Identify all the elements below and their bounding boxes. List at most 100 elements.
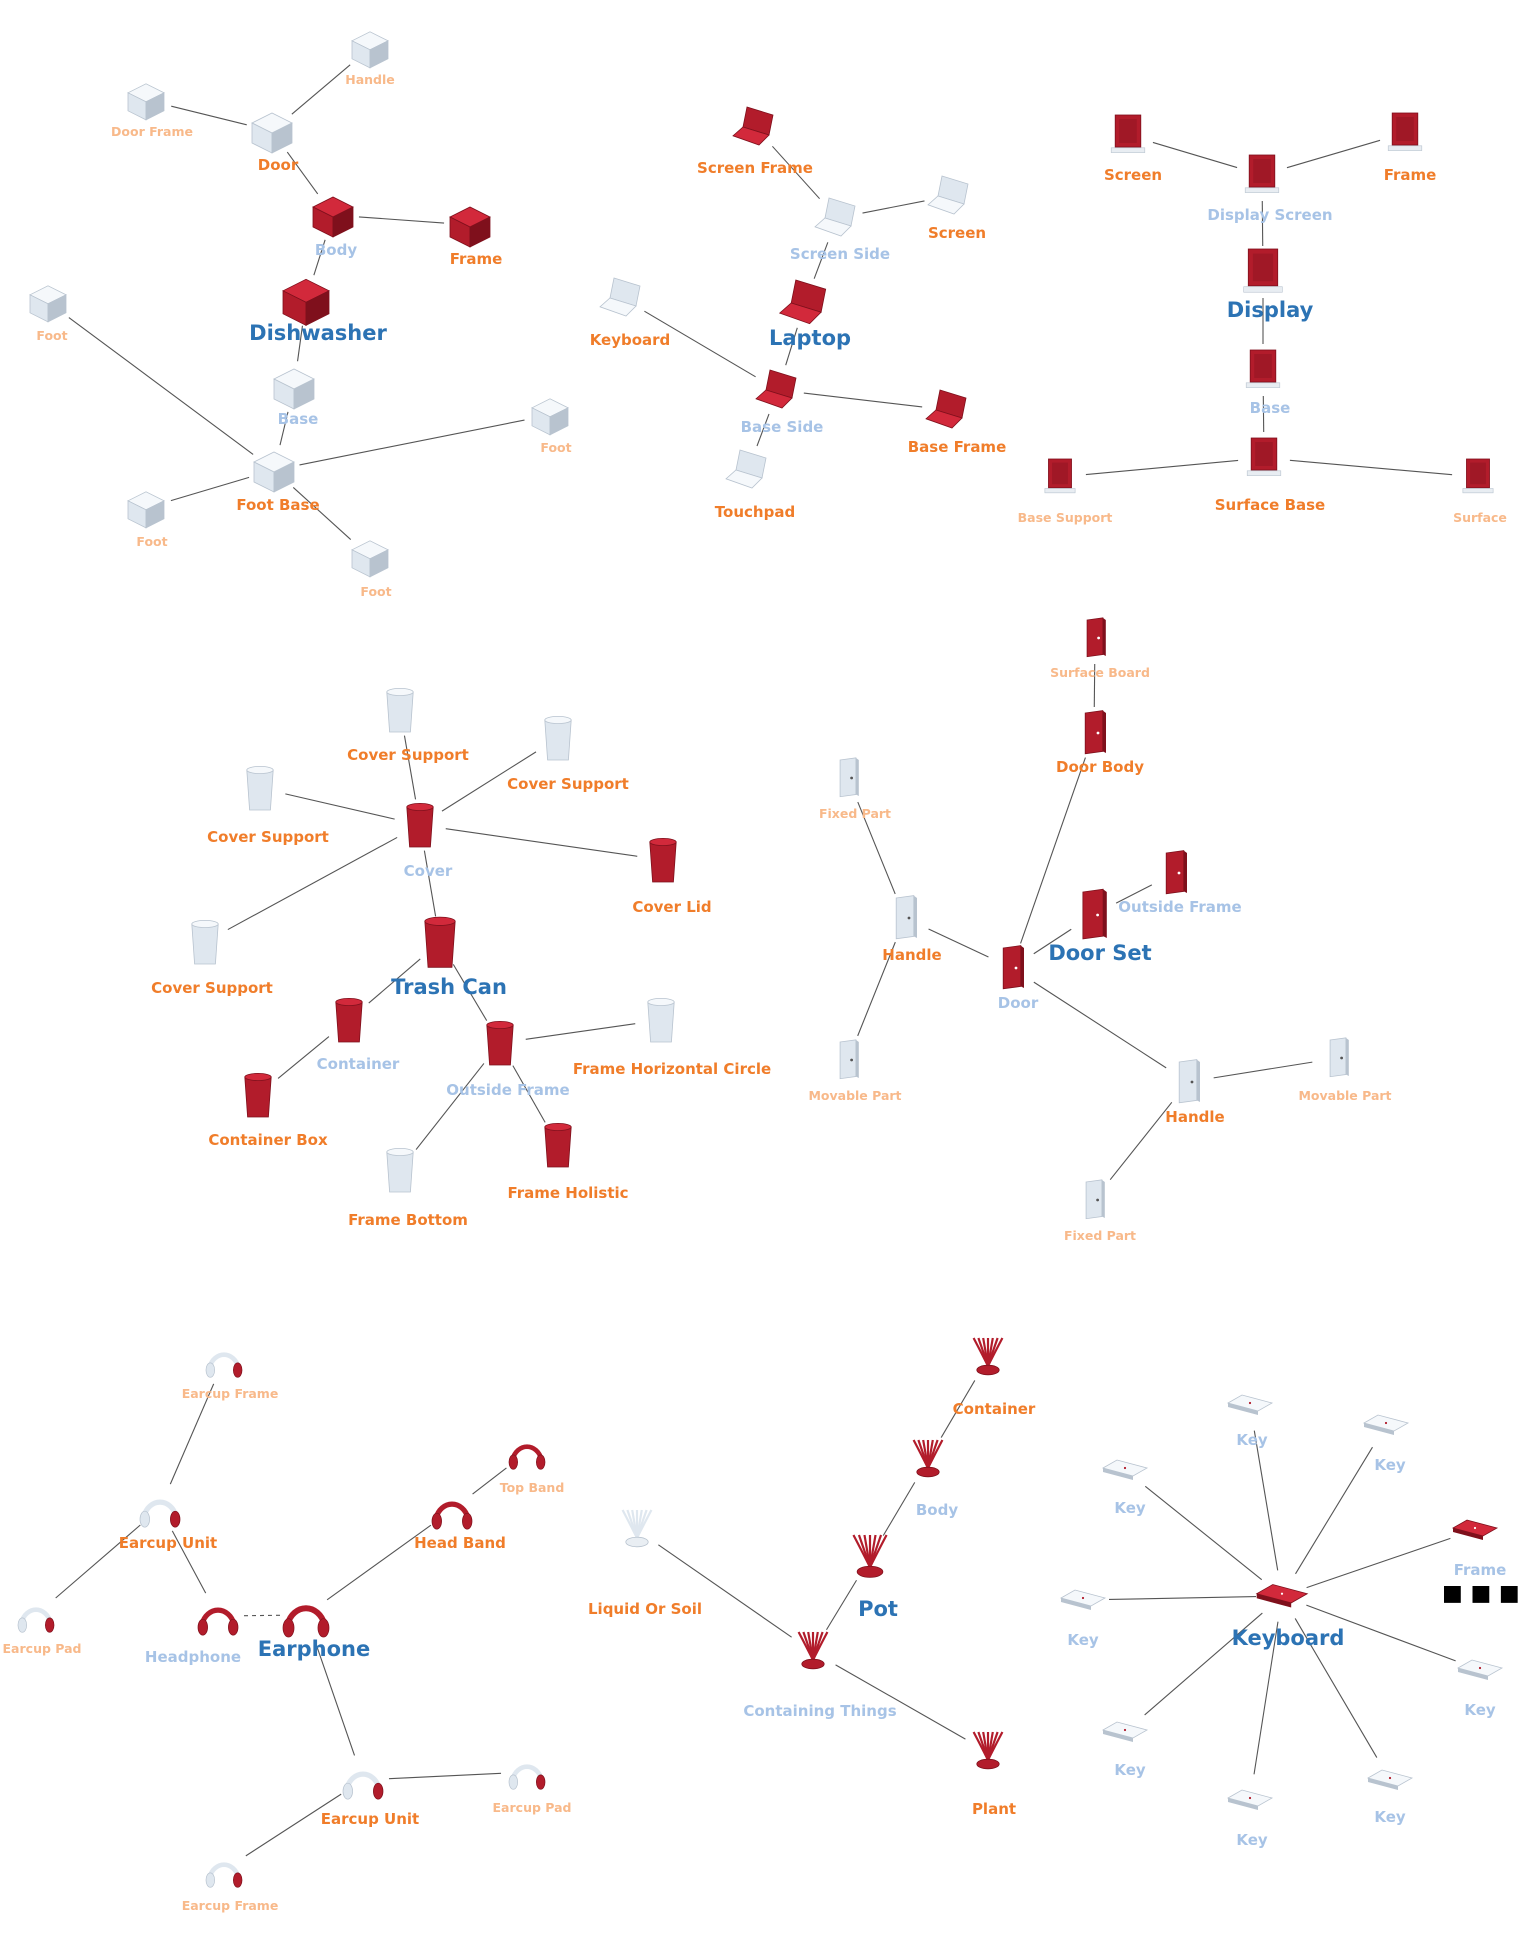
node-label: Handle [882,946,941,964]
node-door-set-fixed-part-bottom: Fixed Part [1064,1179,1136,1243]
node-trash-can-cs-right: Cover Support [507,715,629,793]
node-laptop-base-side: Base Side [741,369,824,436]
node-dishwasher-foot-b: Foot [351,540,392,599]
trash-can-icon [486,1020,514,1066]
edge [277,1036,330,1079]
edge [771,145,821,200]
node-keyboard-key-bl: Key [1101,1721,1149,1779]
node-label: Frame [1454,1561,1507,1579]
appliance-box-icon [253,451,295,493]
node-trash-can-cs-left: Cover Support [207,765,329,846]
node-label: Movable Part [1298,1088,1391,1103]
node-label: Fixed Part [1064,1228,1136,1243]
node-trash-can-cover: Cover [404,802,453,880]
edge [169,1383,215,1485]
edge [1306,1537,1451,1589]
edge [785,327,798,366]
headphone-icon [431,1501,473,1530]
plant-pot-icon [621,1509,653,1548]
monitor-icon [1044,458,1076,494]
edge [227,836,398,931]
node-label: Frame Bottom [348,1211,468,1229]
keyboard-key-icon [1366,1769,1414,1790]
appliance-box-icon [531,398,569,436]
node-earphone-earphone: Earphone [258,1605,370,1661]
node-label: Base Side [741,418,824,436]
node-label: Keyboard [1232,1626,1345,1650]
node-label: Foot Base [236,496,319,514]
plant-pot-icon [972,1731,1004,1770]
edge [1144,1612,1263,1716]
edge [1289,459,1453,476]
node-dishwasher-foot-base: Foot Base [236,451,320,514]
node-dishwasher-body: Body [312,196,357,259]
node-dishwasher-door: Door [251,112,299,174]
appliance-box-icon [449,206,491,248]
node-label: Foot [360,584,391,599]
node-label: Dishwasher [249,321,387,345]
node-pot-containing-things: Containing Things [743,1631,897,1720]
plant-pot-icon [912,1439,944,1478]
door-panel-icon [1086,617,1106,658]
laptop-icon [725,449,767,489]
headphone-icon [508,1444,546,1470]
edge [415,1063,485,1150]
node-label: Display [1227,298,1314,322]
node-dishwasher-handle: Handle [345,31,395,87]
trash-can-icon [386,1147,414,1193]
keyboard-key-icon [1226,1789,1274,1810]
node-trash-can-frame-hcircle: Frame Horizontal Circle [573,997,771,1078]
edge [68,317,254,455]
edge [388,1772,502,1780]
edge [326,1524,432,1601]
node-label: Foot [540,440,571,455]
door-panel-icon [1082,888,1107,940]
appliance-box-icon [282,278,330,326]
node-earphone-earcup-unit-bottom: Earcup Unit [321,1771,419,1828]
edge [1294,1618,1378,1758]
node-label: Screen Frame [697,159,813,177]
node-dishwasher-dishwasher: Dishwasher [249,278,387,345]
node-display-surface-base: Surface Base [1215,437,1325,514]
node-keyboard-key-br: Key [1366,1769,1414,1826]
door-panel-icon [1178,1059,1200,1104]
laptop-icon [927,175,969,215]
node-display-base-support: Base Support [1018,458,1112,525]
node-label: Screen [1104,166,1162,184]
edge [358,216,445,224]
edge [1253,1621,1279,1775]
edge [452,964,488,1021]
node-door-set-door: Door [998,945,1039,1012]
edge [1286,139,1381,169]
node-label: Frame [1384,166,1437,184]
display-edges [1085,139,1453,476]
edge [445,828,638,857]
edge [55,1524,141,1599]
pot-edges [658,1380,976,1740]
node-laptop-screen-side: Screen Side [790,197,890,263]
edge [1033,928,1072,955]
node-label: Cover Support [507,775,629,793]
node-label: Outside Frame [446,1081,569,1099]
monitor-icon [1245,349,1281,388]
node-label: Earcup Frame [182,1898,279,1913]
edge [441,751,537,812]
edge [826,1579,857,1631]
edge [1213,1061,1313,1079]
node-label: Cover [404,862,453,880]
node-laptop-laptop: Laptop [769,279,851,350]
monitor-icon [1244,154,1280,193]
node-label: Earphone [258,1637,370,1661]
door-panel-icon [1165,850,1187,895]
door-set-edges [857,663,1313,1181]
keyboard-key-icon [1362,1414,1410,1435]
headphone-icon [342,1771,384,1800]
trash-can-edges [227,735,638,1150]
node-earphone-top-band: Top Band [500,1444,564,1495]
laptop-edges [644,145,925,447]
node-label: Screen [928,224,986,242]
node-label: Key [1374,1456,1406,1474]
edge [512,1065,546,1123]
